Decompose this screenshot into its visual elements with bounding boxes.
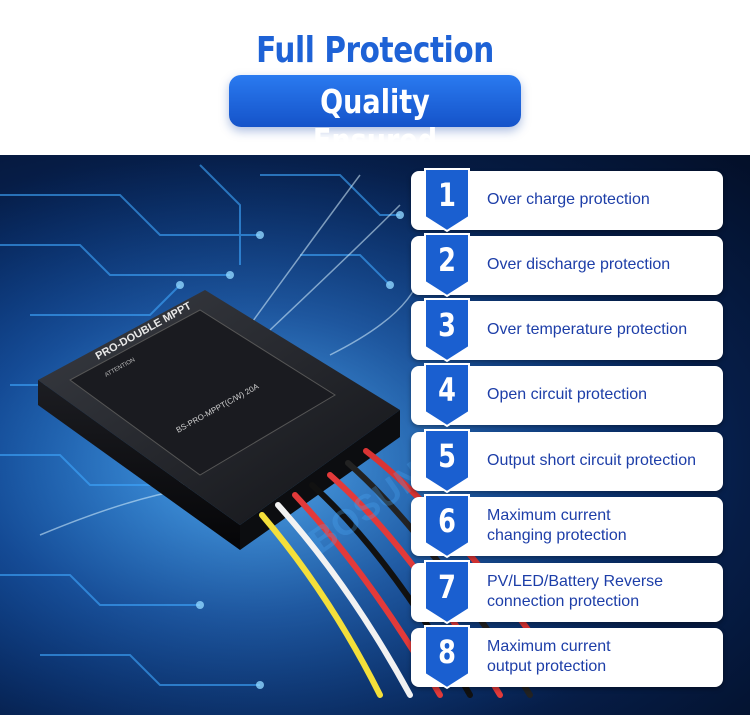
feature-label-line2: connection protection (487, 593, 640, 610)
feature-number-badge: 7 (421, 559, 473, 625)
feature-label: Output short circuit protection (487, 452, 696, 469)
product-scene: PRO-DOUBLE MPPT ATTENTION BS-PRO-MPPT(C/… (0, 155, 750, 715)
feature-number: 3 (438, 306, 456, 344)
feature-label: PV/LED/Battery Reverse connection protec… (487, 572, 663, 612)
feature-number: 4 (438, 371, 456, 409)
feature-number: 2 (438, 241, 456, 279)
feature-number-badge: 2 (421, 232, 473, 298)
feature-label-line1: PV/LED/Battery Reverse (487, 573, 664, 590)
feature-card: 3 Over temperature protection (411, 298, 723, 363)
feature-label: Maximum current changing protection (487, 506, 627, 546)
header: Full Protection Quality Ensured (0, 0, 750, 160)
feature-card: 8 Maximum current output protection (411, 625, 723, 690)
feature-number-badge: 1 (421, 167, 473, 233)
feature-label: Maximum current output protection (487, 637, 611, 677)
feature-number-badge: 4 (421, 362, 473, 428)
feature-number-badge: 6 (421, 493, 473, 559)
feature-number: 8 (438, 633, 456, 671)
feature-label: Over charge protection (487, 191, 650, 208)
feature-label: Open circuit protection (487, 386, 648, 403)
feature-card: 6 Maximum current changing protection (411, 494, 723, 559)
feature-number: 1 (438, 176, 456, 214)
feature-number: 6 (438, 502, 456, 540)
feature-number: 7 (438, 568, 456, 606)
feature-number-badge: 8 (421, 624, 473, 690)
page-subtitle: Quality Ensured (312, 82, 438, 160)
feature-label: Over temperature protection (487, 321, 688, 338)
feature-label: Over discharge protection (487, 256, 671, 273)
feature-card: 2 Over discharge protection (411, 233, 723, 298)
feature-label-line2: output protection (487, 658, 607, 675)
feature-label-line1: Maximum current (487, 638, 611, 655)
page-title: Full Protection (256, 30, 494, 71)
feature-card: 7 PV/LED/Battery Reverse connection prot… (411, 560, 723, 625)
feature-number: 5 (438, 437, 456, 475)
feature-number-badge: 5 (421, 428, 473, 494)
feature-card: 1 Over charge protection (411, 168, 723, 233)
feature-card: 4 Open circuit protection (411, 363, 723, 428)
feature-number-badge: 3 (421, 297, 473, 363)
feature-label-line2: changing protection (487, 527, 627, 544)
feature-label-line1: Maximum current (487, 507, 611, 524)
subtitle-banner: Quality Ensured (229, 75, 521, 160)
feature-card: 5 Output short circuit protection (411, 429, 723, 494)
